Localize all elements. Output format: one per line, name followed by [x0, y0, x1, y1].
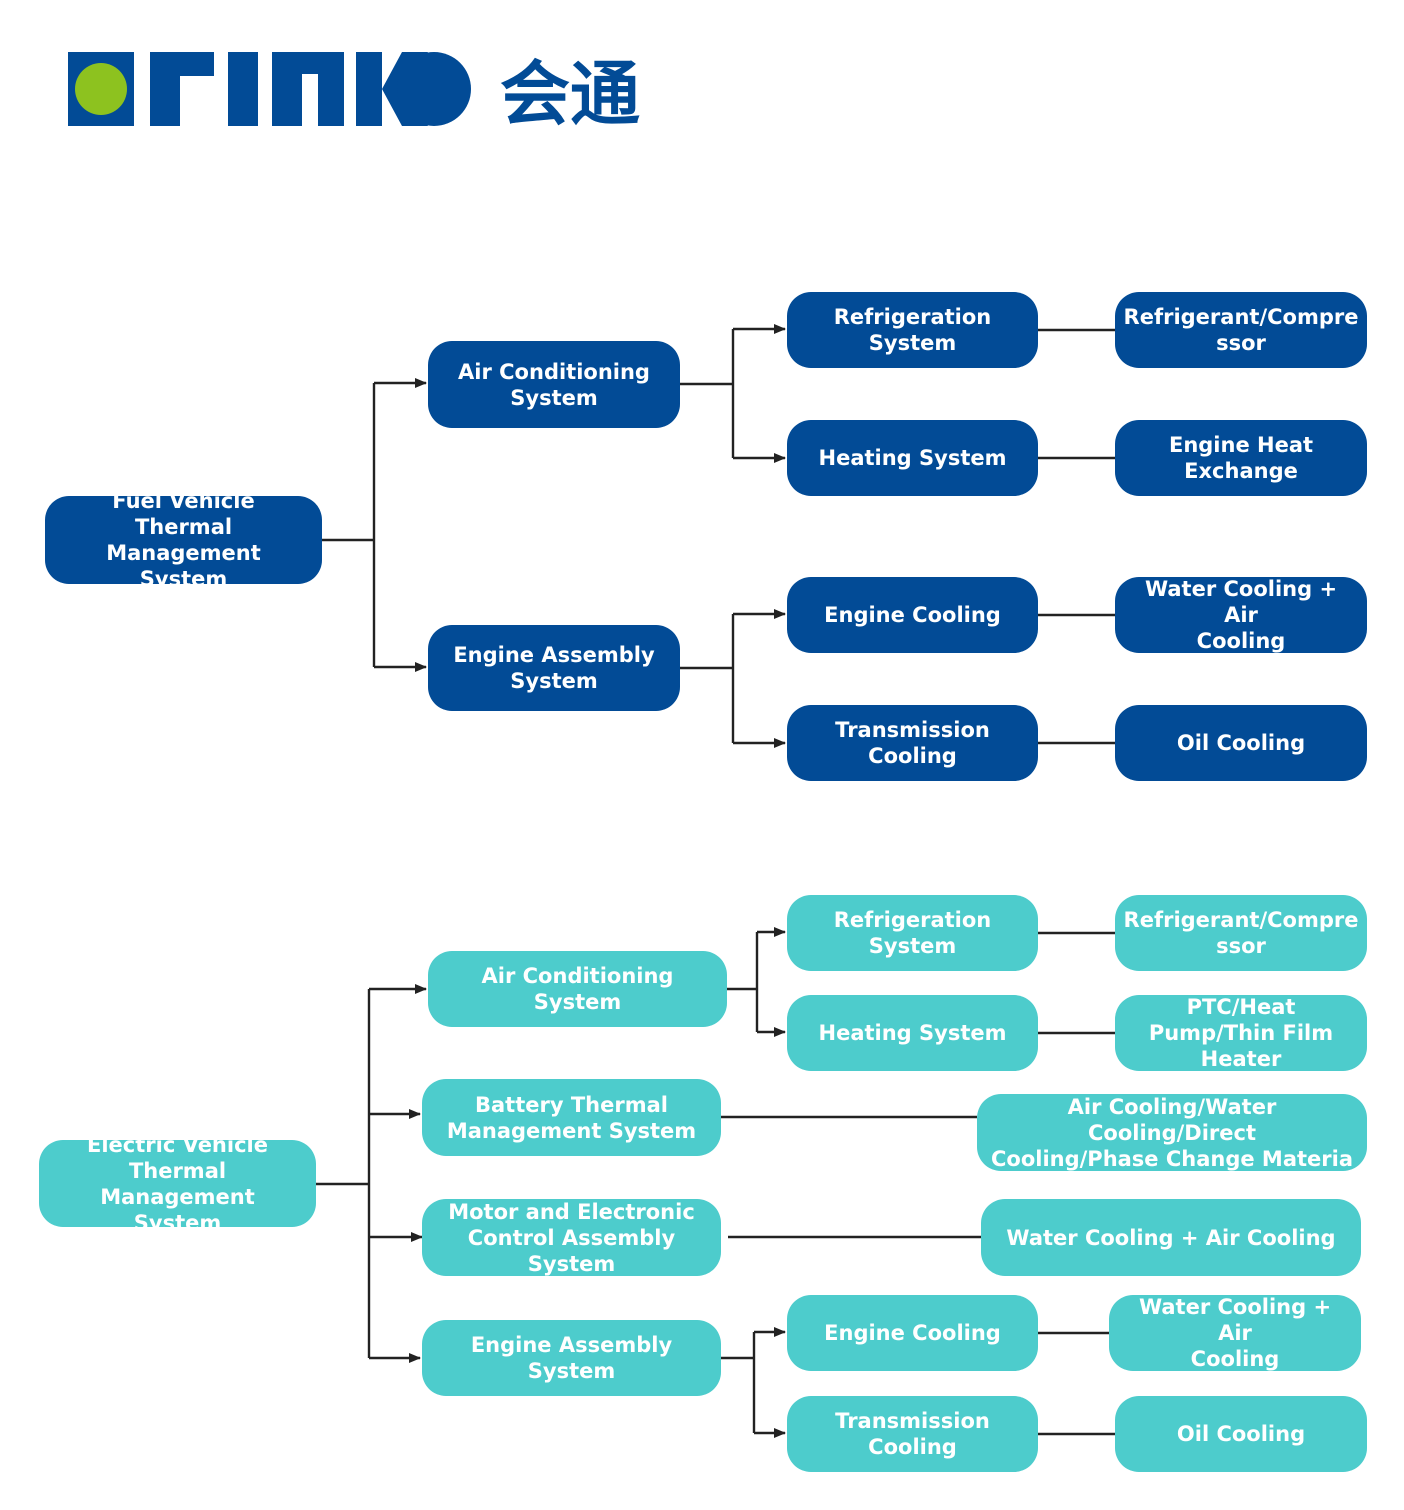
fuel-water-air-label: Water Cooling + Air Cooling	[1144, 577, 1338, 653]
ev-ptc-label: PTC/Heat Pump/Thin Film Heater	[1148, 995, 1334, 1071]
fuel-water-air-node: Water Cooling + Air Cooling	[1115, 577, 1367, 653]
fuel-root-label: Fuel Vehicle Thermal Management System	[106, 489, 261, 591]
fuel-root-node: Fuel Vehicle Thermal Management System	[45, 489, 322, 591]
ev-refrigeration-node: Refrigeration System	[787, 895, 1038, 971]
ev-motor-label: Motor and Electronic Control Assembly Sy…	[448, 1199, 695, 1276]
ev-ptc-node: PTC/Heat Pump/Thin Film Heater	[1115, 995, 1367, 1071]
fuel-transmission-node: Transmission Cooling	[787, 705, 1038, 781]
fuel-ac-node: Air Conditioning System	[428, 341, 680, 428]
ev-battery-label: Battery Thermal Management System	[446, 1092, 697, 1143]
ev-motor-cooling-node: Water Cooling + Air Cooling	[981, 1199, 1361, 1276]
ev-motor-cooling-label: Water Cooling + Air Cooling	[1006, 1225, 1336, 1250]
fuel-engine-cooling-label: Engine Cooling	[824, 603, 1001, 627]
company-logo: 会通	[68, 52, 640, 132]
fuel-oil-node: Oil Cooling	[1115, 705, 1367, 781]
ev-water-air-node: Water Cooling + Air Cooling	[1109, 1295, 1361, 1371]
ev-heating-label: Heating System	[818, 1021, 1007, 1045]
fuel-oil-label: Oil Cooling	[1176, 731, 1306, 755]
ev-refrigerant-label: Refrigerant/Compre ssor	[1123, 908, 1359, 958]
ev-ac-node: Air Conditioning System	[428, 951, 727, 1027]
ev-engine-assembly-node: Engine Assembly System	[422, 1320, 721, 1396]
ev-engine-assembly-label: Engine Assembly System	[470, 1333, 673, 1383]
ev-engine-cooling-label: Engine Cooling	[824, 1321, 1001, 1345]
fuel-refrigerant-node: Refrigerant/Compre ssor	[1115, 292, 1367, 368]
ev-motor-node: Motor and Electronic Control Assembly Sy…	[422, 1199, 721, 1276]
fuel-refrigeration-node: Refrigeration System	[787, 292, 1038, 368]
ev-battery-cooling-node: Air Cooling/Water Cooling/Direct Cooling…	[977, 1094, 1367, 1171]
ev-engine-cooling-node: Engine Cooling	[787, 1295, 1038, 1371]
fuel-engine-heat-label: Engine Heat Exchange	[1168, 433, 1314, 483]
ev-transmission-node: Transmission Cooling	[787, 1396, 1038, 1472]
logo-chinese-text: 会通	[500, 53, 640, 132]
fuel-transmission-label: Transmission Cooling	[835, 718, 990, 768]
fuel-engine-cooling-node: Engine Cooling	[787, 577, 1038, 653]
fuel-heating-label: Heating System	[818, 446, 1007, 470]
ev-root-label: Electric Vehicle Thermal Management Syst…	[87, 1132, 268, 1235]
ev-oil-label: Oil Cooling	[1176, 1422, 1306, 1446]
ev-refrigeration-label: Refrigeration System	[833, 908, 992, 958]
ev-oil-node: Oil Cooling	[1115, 1396, 1367, 1472]
fuel-heating-node: Heating System	[787, 420, 1038, 496]
ev-root-node: Electric Vehicle Thermal Management Syst…	[39, 1133, 316, 1235]
ev-battery-node: Battery Thermal Management System	[422, 1079, 721, 1156]
fuel-refrigeration-label: Refrigeration System	[833, 305, 992, 355]
ev-heating-node: Heating System	[787, 995, 1038, 1071]
fuel-engine-assembly-label: Engine Assembly System	[453, 643, 655, 693]
fuel-ac-label: Air Conditioning System	[458, 359, 650, 410]
fuel-engine-heat-node: Engine Heat Exchange	[1115, 420, 1367, 496]
ev-ac-label: Air Conditioning System	[481, 964, 674, 1014]
fuel-refrigerant-label: Refrigerant/Compre ssor	[1123, 305, 1359, 355]
ev-battery-cooling-label: Air Cooling/Water Cooling/Direct Cooling…	[990, 1094, 1354, 1171]
fuel-engine-assembly-node: Engine Assembly System	[428, 625, 680, 711]
ev-water-air-label: Water Cooling + Air Cooling	[1138, 1295, 1332, 1371]
ev-refrigerant-node: Refrigerant/Compre ssor	[1115, 895, 1367, 971]
ev-transmission-label: Transmission Cooling	[835, 1409, 990, 1459]
